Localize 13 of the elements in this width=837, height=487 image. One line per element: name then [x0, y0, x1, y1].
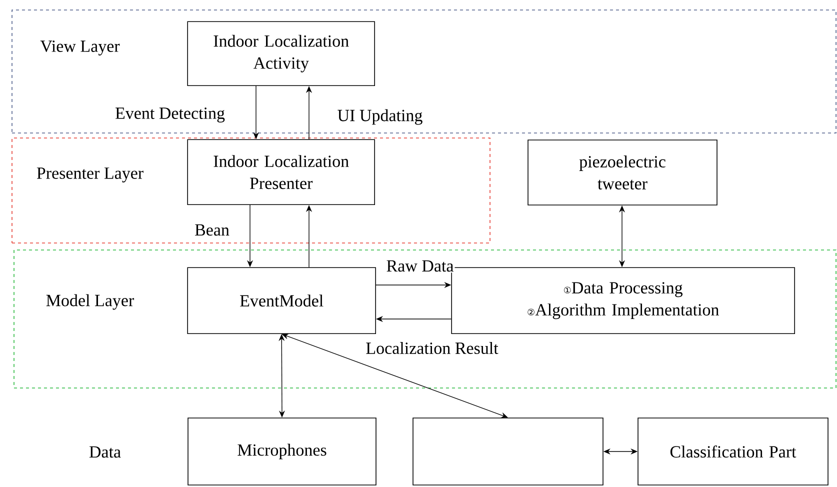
edge-label: Event Detecting: [114, 106, 226, 124]
process-box: Microphones: [188, 418, 376, 486]
empty-box: [412, 418, 604, 486]
process-box: Classification Part: [638, 418, 828, 486]
edge-label: Raw Data: [385, 259, 455, 273]
process-box: Indoor Localization Presenter: [187, 139, 375, 205]
edge-label: UI Updating: [336, 108, 424, 126]
edge-label: Bean: [194, 223, 230, 237]
process-box: EventModel: [187, 267, 376, 334]
process-box: piezoelectric tweeter: [528, 140, 718, 206]
process-box: Indoor Localization Activity: [187, 21, 375, 86]
layer-label: Data: [89, 446, 121, 458]
edge-label: Localization Result: [364, 341, 500, 355]
